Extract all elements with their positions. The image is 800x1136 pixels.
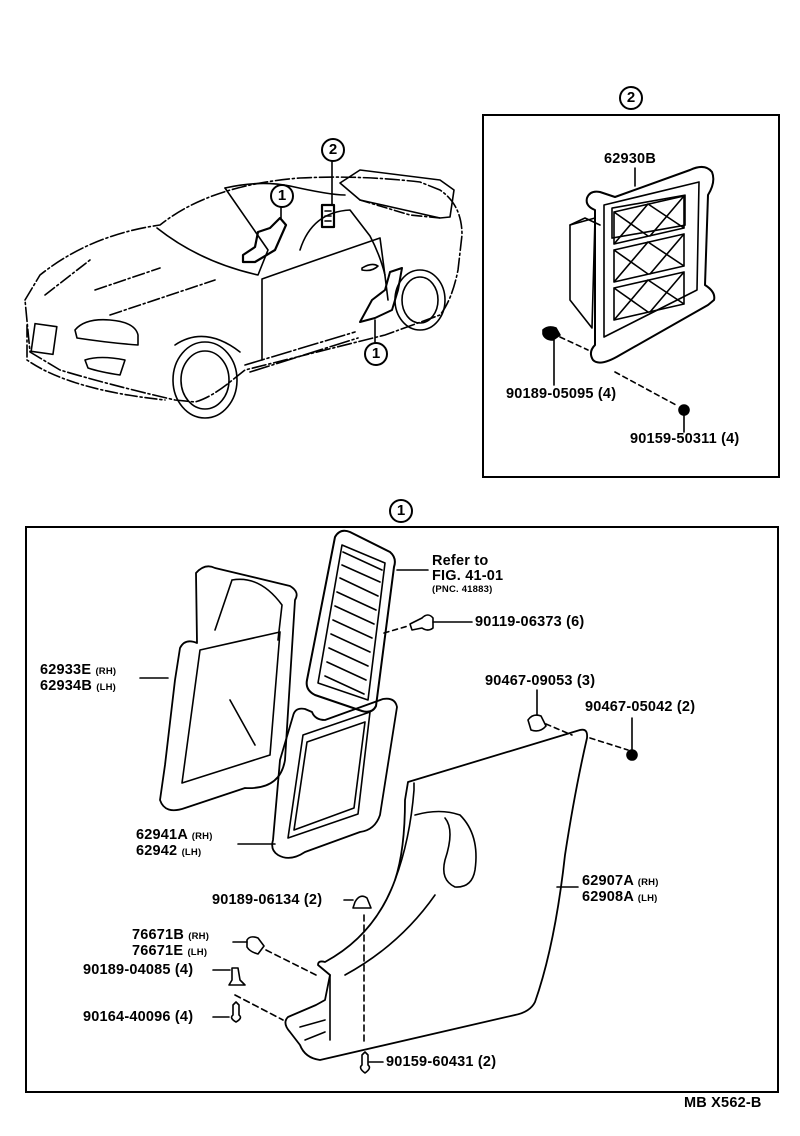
quarter-panel-62907a <box>284 728 589 1061</box>
part-qty: (3) <box>576 673 596 689</box>
part-number: 62908A <box>582 889 634 905</box>
car-overview-drawing <box>24 159 463 419</box>
part-number: 62934B <box>40 678 92 694</box>
part-62941a-62942[interactable]: 62941A (RH) 62942 (LH) <box>136 828 213 860</box>
part-number: 62933E <box>40 662 92 678</box>
screw-90164-40096 <box>230 1001 242 1023</box>
part-number: 90467-09053 <box>485 673 573 689</box>
part-90119-06373[interactable]: 90119-06373 (6) <box>475 615 584 630</box>
part-number: 90119-06373 <box>475 614 562 630</box>
refer-note[interactable]: Refer to FIG. 41-01 (PNC. 41883) <box>432 553 504 596</box>
clip-90467-09053 <box>527 714 547 732</box>
detail-1-drawing <box>139 529 638 1074</box>
detail-2-drawing <box>542 166 716 433</box>
side-lh: (LH) <box>181 847 202 858</box>
rear-spoiler <box>339 169 455 219</box>
duct-62933e <box>159 565 298 812</box>
part-number: 90189-04085 <box>83 962 171 978</box>
part-qty: (2) <box>477 1054 497 1070</box>
grille-slats <box>324 551 383 695</box>
part-90467-09053[interactable]: 90467-09053 (3) <box>485 674 595 689</box>
part-qty: (4) <box>174 1009 194 1025</box>
side-lh: (LH) <box>187 947 208 958</box>
side-rh: (RH) <box>637 877 659 888</box>
part-90159-50311[interactable]: 90159-50311 (4) <box>630 432 739 447</box>
part-62933e-62934b[interactable]: 62933E (RH) 62934B (LH) <box>40 663 116 695</box>
callout-2-overview[interactable]: 2 <box>321 138 345 162</box>
detail-2-box <box>482 114 780 478</box>
side-lh: (LH) <box>637 893 658 904</box>
gasket-62941a <box>271 697 398 859</box>
part-qty: (2) <box>303 892 323 908</box>
part-90467-05042[interactable]: 90467-05042 (2) <box>585 700 695 715</box>
license-plate <box>30 322 58 356</box>
part-number: 90159-60431 <box>386 1054 474 1070</box>
part-number: 90189-05095 <box>506 386 594 402</box>
part-62930b[interactable]: 62930B <box>604 151 656 167</box>
part-90159-60431[interactable]: 90159-60431 (2) <box>386 1055 496 1070</box>
callout-2-detail-header: 2 <box>619 86 643 110</box>
clip-90189-05095 <box>542 326 561 341</box>
callout-1-lower[interactable]: 1 <box>364 342 388 366</box>
part-number: 90164-40096 <box>83 1009 171 1025</box>
vent-grille <box>611 194 686 321</box>
part-qty: (4) <box>721 431 740 447</box>
part-qty: (6) <box>566 614 585 630</box>
part-qty: (4) <box>174 962 194 978</box>
part-62907a-62908a[interactable]: 62907A (RH) 62908A (LH) <box>582 874 659 906</box>
part-number: 76671B <box>132 927 184 943</box>
front-wheel <box>172 341 238 419</box>
vent-duct <box>569 217 596 329</box>
part-76671b-76671e[interactable]: 76671B (RH) 76671E (LH) <box>132 928 209 960</box>
part-qty: (4) <box>597 386 617 402</box>
car-part-1-upper <box>241 216 288 264</box>
nut-90189-06134 <box>352 895 372 909</box>
car-part-1-lower <box>359 267 403 323</box>
clip-90189-04085 <box>228 967 246 986</box>
figure-code: MB X562-B <box>684 1095 762 1111</box>
screw-90159-60431 <box>359 1051 371 1074</box>
rear-window <box>299 209 386 276</box>
part-number: 90189-06134 <box>212 892 300 908</box>
side-rh: (RH) <box>191 831 213 842</box>
part-number: 90467-05042 <box>585 699 673 715</box>
car-part-2 <box>320 203 336 229</box>
clip-76671b <box>246 936 265 955</box>
side-rh: (RH) <box>188 931 210 942</box>
screw-90119-06373 <box>409 614 434 631</box>
detail-1-box <box>25 526 779 1093</box>
part-number: 62941A <box>136 827 188 843</box>
refer-line-2: FIG. 41-01 <box>432 568 504 584</box>
callout-1-upper[interactable]: 1 <box>270 184 294 208</box>
part-number: 62942 <box>136 843 178 859</box>
part-90189-06134[interactable]: 90189-06134 (2) <box>212 893 322 908</box>
part-90189-05095[interactable]: 90189-05095 (4) <box>506 387 616 402</box>
refer-line-3: (PNC. 41883) <box>432 584 493 595</box>
headlight <box>74 318 139 346</box>
side-rh: (RH) <box>95 666 117 677</box>
door-line <box>261 237 389 361</box>
callout-1-detail-header: 1 <box>389 499 413 523</box>
part-number: 76671E <box>132 943 184 959</box>
part-number: 90159-50311 <box>630 431 717 447</box>
part-qty: (2) <box>676 699 696 715</box>
part-number: 62907A <box>582 873 634 889</box>
grille-fig-41-01 <box>305 529 396 713</box>
vent-frame <box>585 166 716 364</box>
part-90189-04085[interactable]: 90189-04085 (4) <box>83 963 193 978</box>
windshield <box>156 187 269 276</box>
refer-line-1: Refer to <box>432 553 489 569</box>
side-lh: (LH) <box>96 682 117 693</box>
part-90164-40096[interactable]: 90164-40096 (4) <box>83 1010 193 1025</box>
